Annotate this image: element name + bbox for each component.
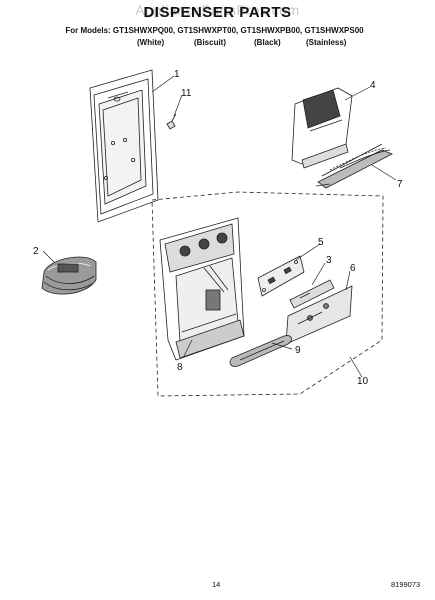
part-drip-tray — [229, 335, 292, 367]
callout-8: 8 — [177, 362, 183, 373]
part-screw — [166, 113, 177, 130]
callout-10: 10 — [357, 376, 369, 387]
part-frame — [89, 69, 159, 223]
part-control-board — [257, 255, 305, 297]
variant-stainless: (Stainless) — [306, 38, 347, 47]
callout-4: 4 — [370, 80, 376, 91]
callout-2: 2 — [33, 246, 39, 257]
watermark: AppliancePartsPros.com — [135, 2, 300, 18]
part-bracket — [289, 279, 335, 309]
document-number: 8199073 — [391, 580, 421, 589]
page-title: DISPENSER PARTS — [143, 4, 292, 21]
callout-9: 9 — [295, 345, 301, 356]
callout-11: 11 — [181, 88, 192, 99]
callout-5: 5 — [318, 237, 324, 248]
part-housing — [159, 217, 245, 361]
callout-3: 3 — [326, 255, 332, 266]
callout-leaders — [42, 75, 397, 378]
callout-6: 6 — [350, 263, 356, 274]
variant-biscuit: (Biscuit) — [194, 38, 226, 47]
callout-7: 7 — [397, 179, 403, 190]
part-switch-panel — [285, 285, 353, 345]
variant-black: (Black) — [254, 38, 281, 47]
part-housing-outline — [151, 191, 384, 397]
models-line: For Models: GT1SHWXPQ00, GT1SHWXPT00, GT… — [65, 26, 364, 35]
variant-white: (White) — [137, 38, 165, 47]
part-cover — [291, 87, 353, 169]
part-light-bar — [315, 143, 393, 189]
page-number: 14 — [212, 580, 221, 589]
part-motor — [41, 256, 97, 295]
callout-1: 1 — [174, 69, 180, 80]
